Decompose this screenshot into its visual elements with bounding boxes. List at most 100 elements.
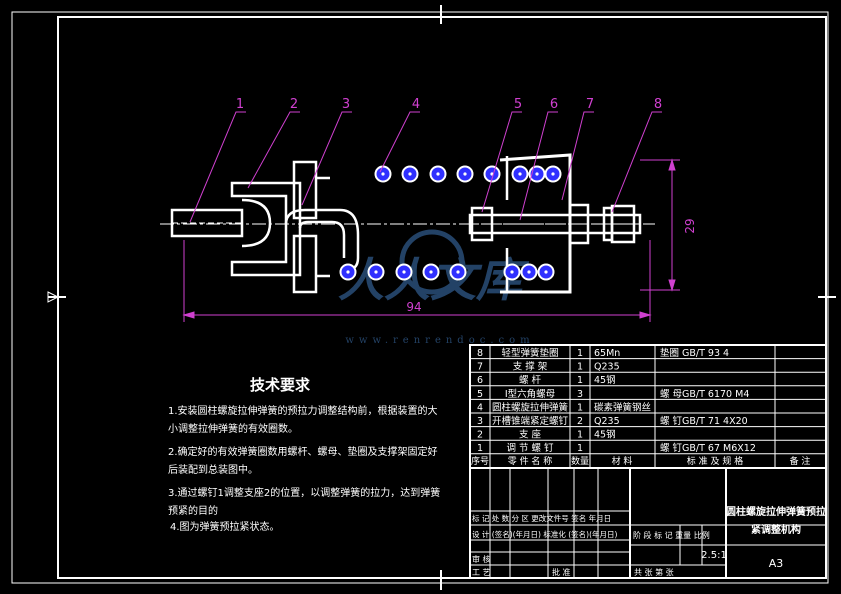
spring-coil-center — [527, 270, 531, 274]
balloon-6: 6 — [550, 97, 558, 112]
spring-coil-center — [429, 270, 433, 274]
tech-req-line: 小调整拉伸弹簧的有效圈数。 — [168, 422, 298, 435]
spring-coil-center — [544, 270, 548, 274]
balloon-5: 5 — [514, 97, 522, 112]
bom-cell-material: 碳素弹簧钢丝 — [594, 401, 651, 413]
bom-cell-name: 调 节 螺 钉 — [506, 443, 554, 454]
bom-cell-name: 支 座 — [519, 429, 542, 441]
support-base — [230, 181, 302, 277]
balloon-4: 4 — [412, 97, 420, 112]
spring-coil-center — [346, 270, 350, 274]
spring-coil-center — [408, 172, 412, 176]
tech-req-line: 后装配到总装图中。 — [168, 463, 258, 476]
bom-cell-material: 65Mn — [594, 348, 620, 359]
bom-cell-no: 8 — [477, 348, 483, 359]
revision-row-2: 设 计 (签名)(年月日) 标准化 (签名)(年月日) — [472, 529, 618, 539]
bom-cell-name: I型六角螺母 — [505, 388, 555, 400]
bom-cell-no: 1 — [477, 443, 483, 454]
tech-req-line: 预紧的目的 — [168, 504, 218, 517]
bom-table-grid — [469, 344, 827, 579]
bom-cell-no: 2 — [477, 430, 483, 441]
sheet-count: 共 张 第 张 — [634, 567, 674, 577]
spring-coil-center — [535, 172, 539, 176]
tech-req-lines: 1.安装圆柱螺旋拉伸弹簧的预拉力调整结构前，根据装置的大小调整拉伸弹簧的有效圈数… — [168, 404, 440, 533]
dimension-lines — [182, 158, 680, 322]
bom-cell-material: Q235 — [594, 362, 620, 373]
bom-cell-qty: 1 — [577, 443, 583, 454]
bom-cell-standard: 螺 钉GB/T 67 M6X12 — [660, 443, 756, 454]
balloon-7: 7 — [586, 97, 594, 112]
bom-cell-name: 开槽锥端紧定螺钉 — [492, 415, 569, 427]
bom-cell-no: 7 — [477, 362, 483, 373]
tech-req-line: 3.通过螺钉1调整支座2的位置，以调整弹簧的拉力，达到弹簧 — [168, 486, 440, 499]
spring-coil-center — [374, 270, 378, 274]
tech-req-line: 1.安装圆柱螺旋拉伸弹簧的预拉力调整结构前，根据装置的大 — [168, 404, 438, 417]
spring-coil-center — [551, 172, 555, 176]
balloon-3: 3 — [342, 97, 350, 112]
spring-coil-center — [456, 270, 460, 274]
bom-header-name: 零 件 名 称 — [508, 455, 553, 467]
bom-header-standard: 标 准 及 规 格 — [687, 455, 743, 467]
bom-cell-material: 45钢 — [594, 374, 616, 386]
spring-coil-center — [463, 172, 467, 176]
bom-cell-name: 支 撑 架 — [513, 361, 548, 373]
bom-cell-material: 45钢 — [594, 429, 616, 441]
paper-size: A3 — [769, 557, 784, 570]
dimension-height: 29 — [683, 218, 697, 233]
bom-cell-standard: 垫圈 GB/T 93 4 — [660, 347, 729, 359]
spring-coil-center — [518, 172, 522, 176]
bom-cell-qty: 1 — [577, 362, 583, 373]
review-label: 审 核 — [472, 554, 491, 564]
bom-cell-qty: 1 — [577, 375, 583, 386]
spring-coil-center — [381, 172, 385, 176]
bom-cell-name: 圆柱螺旋拉伸弹簧 — [492, 401, 569, 413]
balloon-8: 8 — [654, 97, 662, 112]
bom-header-no: 序号 — [471, 455, 489, 467]
bom-cell-standard: 螺 母GB/T 6170 M4 — [660, 389, 749, 400]
bom-cell-qty: 1 — [577, 402, 583, 413]
revision-row-1: 标 记 处 数 分 区 更改文件号 签名 年月日 — [472, 513, 611, 523]
balloon-1: 1 — [236, 97, 244, 112]
bom-cell-no: 5 — [477, 389, 483, 400]
drawing-title-line2: 紧调整机构 — [751, 523, 801, 536]
bom-cell-qty: 1 — [577, 348, 583, 359]
drawing-title-line1: 圆柱螺旋拉伸弹簧预拉 — [726, 505, 826, 518]
bom-header-material: 材 料 — [612, 455, 633, 467]
set-screw-top — [292, 160, 318, 220]
spring-coil-center — [402, 270, 406, 274]
bom-cell-qty: 1 — [577, 430, 583, 441]
watermark-url: www.renrendoc.com — [345, 335, 534, 346]
bom-header-qty: 数量 — [571, 455, 589, 467]
balloon-2: 2 — [290, 97, 298, 112]
watermark: 人人文库 www.renrendoc.com — [338, 229, 534, 346]
approve-label: 批 准 — [552, 567, 571, 577]
bom-header-note: 备 注 — [790, 455, 811, 467]
bom-cell-material: Q235 — [594, 416, 620, 427]
bom-cell-name: 轻型弹簧垫圈 — [501, 347, 558, 359]
orientation-arrow — [47, 291, 60, 303]
watermark-brand: 人人文库 — [338, 253, 530, 307]
bom-cell-no: 3 — [477, 416, 483, 427]
bom-cell-no: 6 — [477, 375, 483, 386]
process-label: 工 艺 — [472, 568, 491, 577]
tech-req-title: 技术要求 — [250, 376, 311, 394]
scale-value: 2.5:1 — [701, 550, 727, 561]
bom-cell-qty: 2 — [577, 416, 583, 427]
leader-lines — [189, 111, 662, 223]
bom-cell-qty: 3 — [577, 389, 583, 400]
set-screw-bottom — [292, 234, 318, 294]
bom-cell-no: 4 — [477, 402, 483, 413]
spring-coils — [339, 165, 562, 281]
balloon-labels: 1 2 3 4 5 6 7 8 — [236, 97, 662, 112]
spring-coil-center — [510, 270, 514, 274]
spring-hook — [284, 208, 360, 272]
title-block: 圆柱螺旋拉伸弹簧预拉 紧调整机构 标 记 处 数 分 区 更改文件号 签名 年月… — [472, 505, 826, 577]
bom-cell-name: 螺 杆 — [519, 374, 542, 386]
tech-req-line: 4.图为弹簧预拉紧状态。 — [170, 520, 280, 533]
dimension-width: 94 — [406, 300, 421, 314]
stage-row: 阶 段 标 记 重量 比例 — [633, 530, 710, 540]
tech-req-line: 2.确定好的有效弹簧圈数用螺杆、螺母、垫圈及支撑架固定好 — [168, 445, 438, 458]
bom-header-row: 序号 零 件 名 称 数量 材 料 标 准 及 规 格 备 注 — [471, 455, 810, 467]
